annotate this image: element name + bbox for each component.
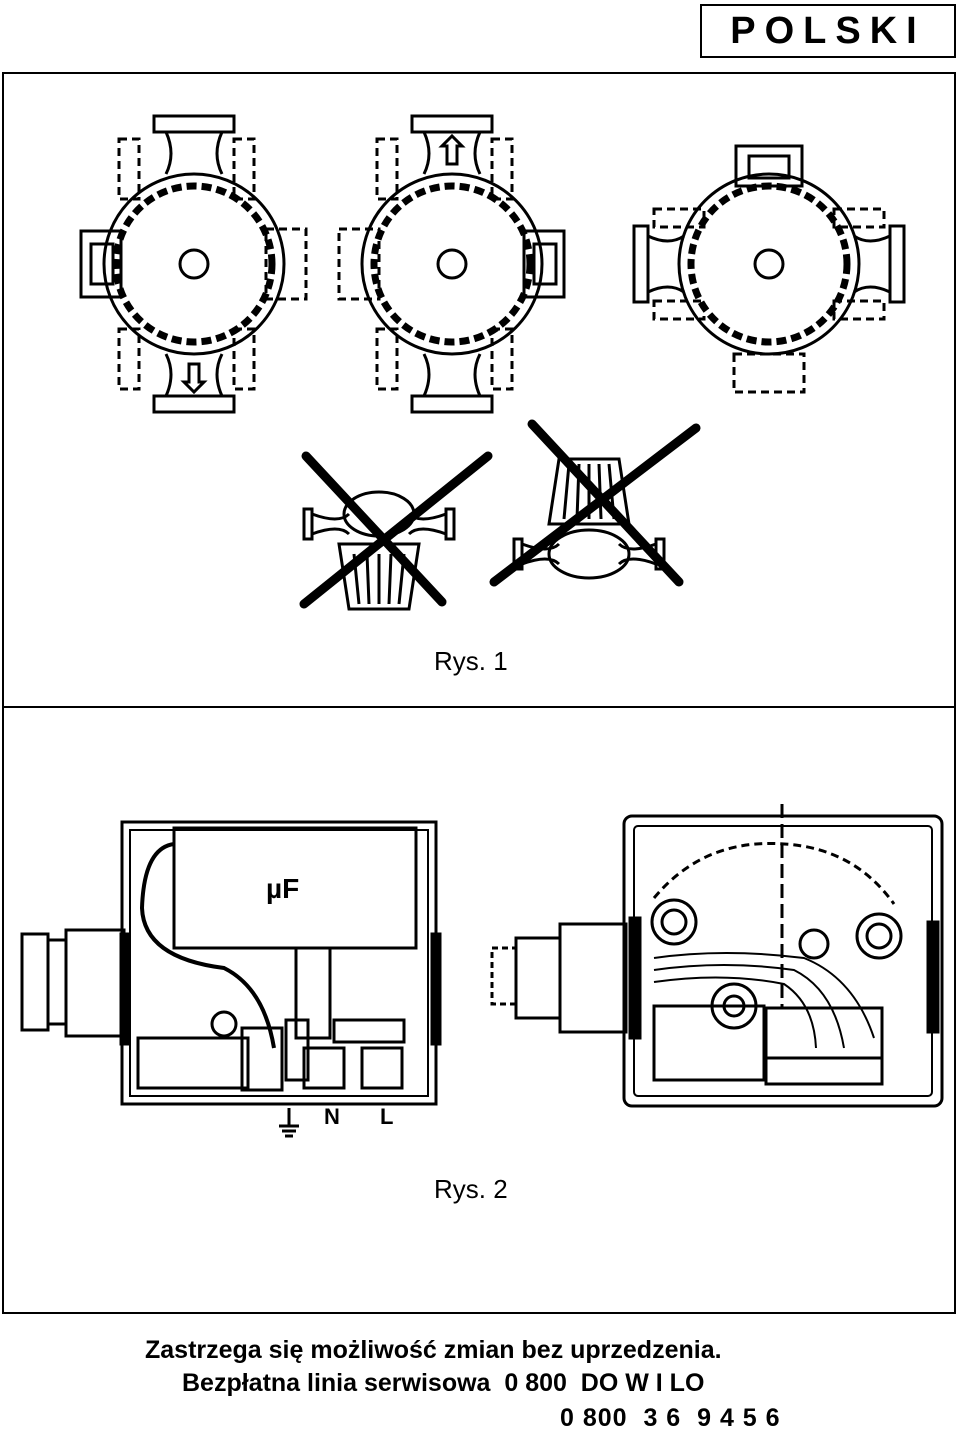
language-badge: POLSKI [700,4,956,58]
hotline-number-words: 0 800 DO W I LO [504,1369,705,1397]
terminal-box-drawing: µF N L [20,804,944,1138]
live-label: L [380,1104,393,1129]
neutral-label: N [324,1104,340,1129]
figure-1-panel: Rys. 1 [2,72,956,708]
figure-2-caption: Rys. 2 [434,1174,508,1204]
hotline-line: Bezpłatna linia serwisowa 0 800 DO W I L… [182,1369,704,1398]
figure-1-caption: Rys. 1 [434,646,508,676]
hotline-number-digits: 0 800 3 6 9 4 5 6 [560,1404,781,1432]
pump-orientation-drawing [79,114,906,611]
figure-2-panel: µF N L Rys. 2 [2,706,956,1314]
capacitor-label: µF [266,873,299,904]
hotline-label: Bezpłatna linia serwisowa [182,1369,491,1397]
change-notice: Zastrzega się możliwość zmian bez uprzed… [145,1336,722,1364]
